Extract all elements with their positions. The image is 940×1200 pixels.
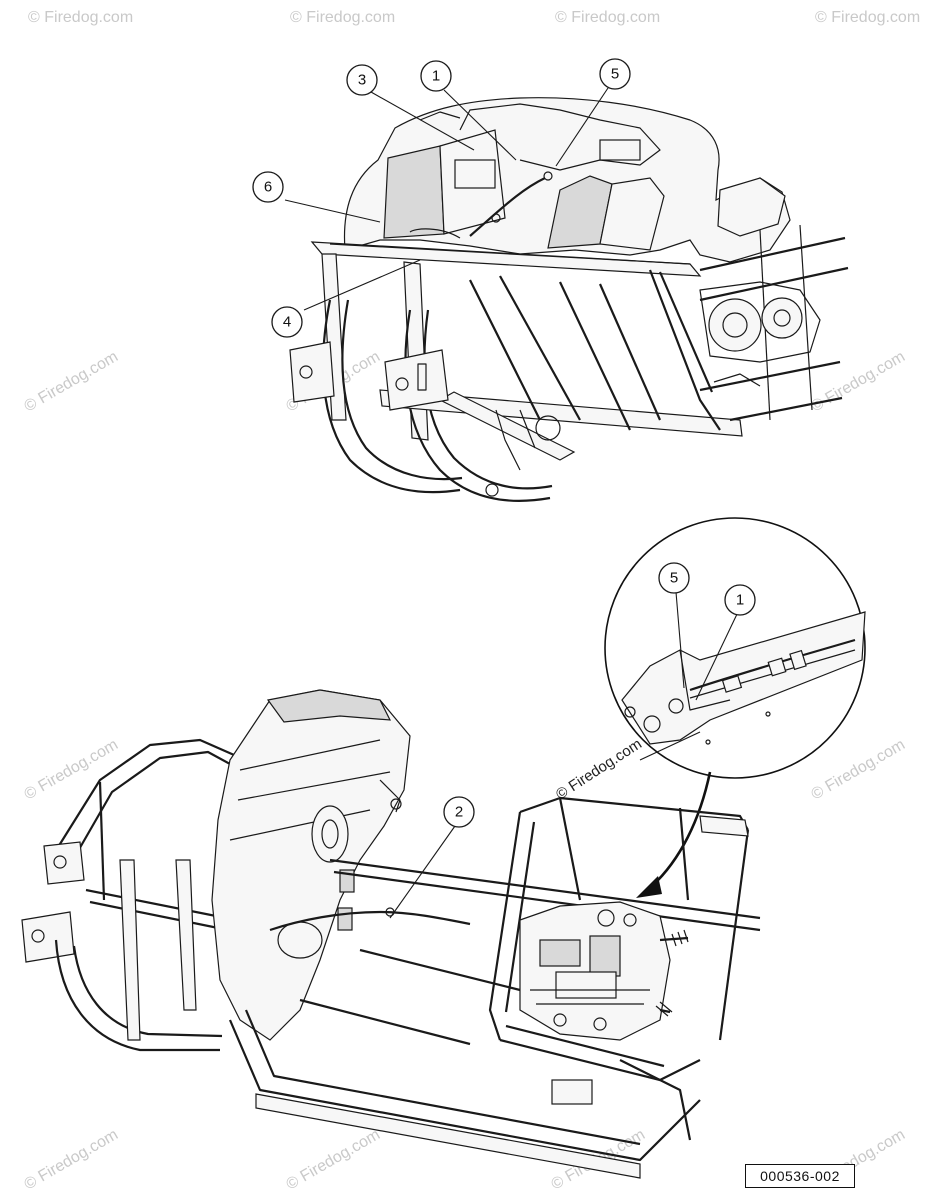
watermark-3: © Firedog.com bbox=[555, 9, 660, 26]
leader-4 bbox=[303, 259, 421, 311]
bottom-assembly-illustration bbox=[21, 689, 761, 1179]
reference-number: 000536-002 bbox=[760, 1168, 840, 1184]
leader-1 bbox=[443, 89, 517, 161]
callout-2-label: 2 bbox=[455, 804, 463, 821]
callout-1-top: 1 bbox=[420, 60, 452, 92]
leader-5 bbox=[555, 87, 609, 167]
callout-6-label: 6 bbox=[264, 179, 272, 196]
watermark-4: © Firedog.com bbox=[815, 9, 920, 26]
callout-1-detail-label: 1 bbox=[736, 592, 744, 609]
leader-2 bbox=[389, 825, 456, 919]
leader-6 bbox=[284, 199, 381, 223]
callout-3-label: 3 bbox=[358, 72, 366, 89]
callout-5-top-label: 5 bbox=[611, 66, 619, 83]
detail-watermark: © Firedog.com bbox=[553, 735, 645, 803]
detail-leader-1 bbox=[695, 611, 739, 701]
top-leader-lines bbox=[284, 87, 609, 311]
watermark-7: © Firedog.com bbox=[809, 348, 909, 415]
watermark-12: © Firedog.com bbox=[284, 1126, 384, 1193]
callout-2: 2 bbox=[443, 796, 475, 828]
watermark-2: © Firedog.com bbox=[290, 9, 395, 26]
callout-1-top-label: 1 bbox=[432, 68, 440, 85]
watermark-11: © Firedog.com bbox=[22, 1126, 122, 1193]
callout-4-label: 4 bbox=[283, 314, 291, 331]
detail-magnifier bbox=[604, 517, 866, 779]
watermark-1: © Firedog.com bbox=[28, 9, 133, 26]
callout-5-detail: 5 bbox=[658, 562, 690, 594]
callout-5-top: 5 bbox=[599, 58, 631, 90]
reference-number-box: 000536-002 bbox=[745, 1164, 855, 1188]
leader-3 bbox=[370, 91, 475, 151]
detail-leader-5 bbox=[675, 591, 685, 689]
top-assembly-illustration bbox=[289, 97, 849, 502]
detail-leaders bbox=[675, 591, 739, 701]
callout-5-detail-label: 5 bbox=[670, 570, 678, 587]
callout-1-detail: 1 bbox=[724, 584, 756, 616]
watermark-10: © Firedog.com bbox=[809, 736, 909, 803]
callout-6: 6 bbox=[252, 171, 284, 203]
callout-3: 3 bbox=[346, 64, 378, 96]
watermark-8: © Firedog.com bbox=[22, 736, 122, 803]
callout-4: 4 bbox=[271, 306, 303, 338]
detail-arrow bbox=[636, 771, 712, 898]
watermark-5: © Firedog.com bbox=[22, 348, 122, 415]
